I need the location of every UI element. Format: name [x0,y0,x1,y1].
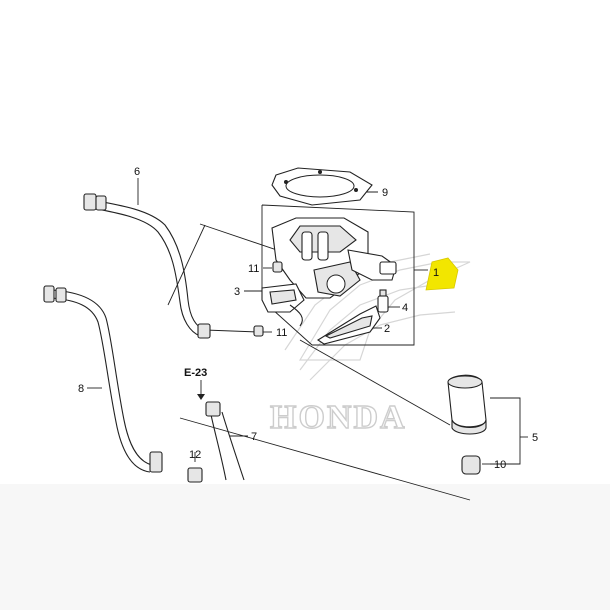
footer-band [0,484,610,610]
callout-11-top: 11 [248,263,259,275]
part-11-screw-bottom [253,325,264,337]
callout-8: 8 [78,383,84,395]
part-11-screw-top [272,261,283,273]
callout-10: 10 [494,459,506,471]
callout-3: 3 [234,286,240,298]
part-2-strainer [316,305,381,345]
callout-4: 4 [402,302,408,314]
e23-arrow [197,380,205,400]
part-12-fitting [187,467,203,483]
callout-1: 1 [433,267,439,279]
part-10-cap [461,455,481,475]
part-1-fuel-pump [271,217,397,299]
callout-6: 6 [134,166,140,178]
part-5-housing [447,374,487,435]
part-9-ring [271,167,373,206]
part-4-fitting [377,289,389,313]
callout-2: 2 [384,323,390,335]
callout-labels: 6 9 1 11 3 11 4 2 E-23 8 7 12 5 10 [78,166,538,471]
part-3-bracket [261,283,305,327]
callout-9: 9 [382,187,388,199]
callout-1-highlight [425,257,459,291]
callout-7: 7 [251,431,257,443]
watermark-text: HONDA [270,399,407,436]
reference-e23: E-23 [184,367,207,379]
callout-12: 12 [189,449,201,461]
part-8-hose [43,285,163,473]
part-6-hose [83,193,211,339]
callout-11-bottom: 11 [276,327,287,339]
callout-5: 5 [532,432,538,444]
part-7-hose [205,401,245,481]
